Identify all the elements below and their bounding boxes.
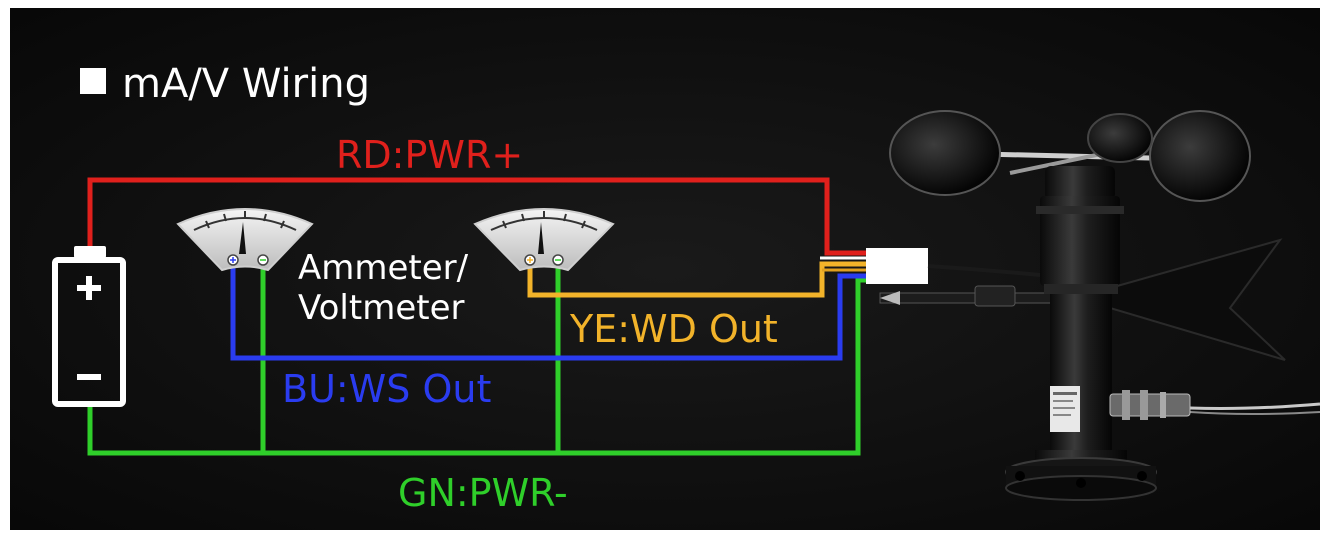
- diagram-title: mA/V Wiring: [80, 64, 370, 104]
- wiring-diagram: mA/V Wiring RD:PWR+ YE:WD Out BU:WS Out …: [10, 8, 1320, 530]
- wiring-canvas: [10, 8, 1320, 530]
- diagram-title-text: mA/V Wiring: [122, 61, 370, 107]
- green-wire: [87, 277, 868, 456]
- green-wire-label: GN:PWR-: [398, 471, 568, 515]
- voltmeter-icon: [473, 208, 615, 272]
- blue-wire: [230, 266, 868, 361]
- anemometer-icon: [879, 110, 1320, 501]
- meter-label: Ammeter/ Voltmeter: [298, 248, 468, 328]
- meter-label-line1: Ammeter/: [298, 248, 469, 288]
- red-wire: [87, 177, 868, 256]
- yellow-wire-label: YE:WD Out: [570, 307, 778, 351]
- connector-icon: [866, 248, 928, 284]
- blue-wire-label: BU:WS Out: [282, 367, 492, 411]
- ammeter-icon: [176, 208, 314, 272]
- meter-label-line2: Voltmeter: [298, 288, 465, 329]
- yellow-wire: [527, 261, 868, 298]
- battery-icon: [52, 246, 126, 407]
- square-bullet-icon: [80, 68, 106, 94]
- red-wire-label: RD:PWR+: [336, 133, 524, 177]
